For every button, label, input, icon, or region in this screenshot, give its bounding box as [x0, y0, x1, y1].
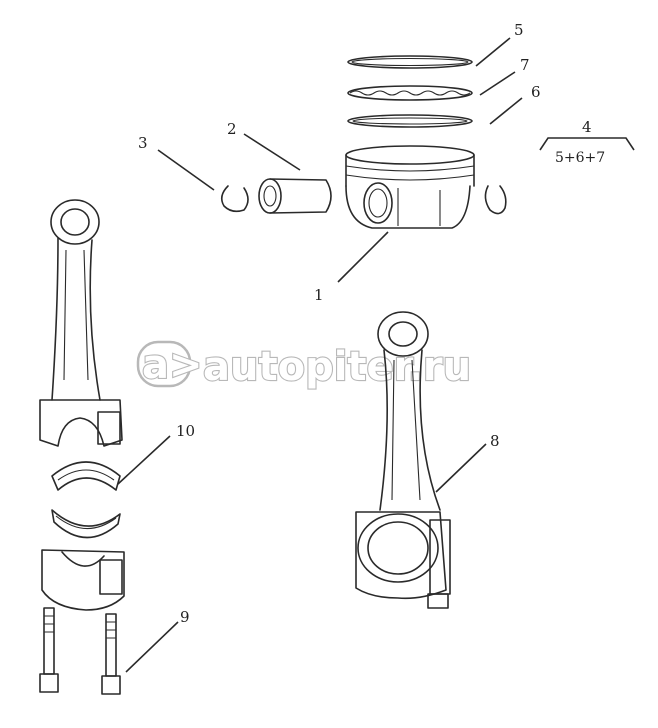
snap-ring-left — [220, 185, 249, 213]
callout-snap-ring: 3 — [138, 134, 148, 152]
watermark-text: autopiter.ru — [203, 344, 471, 390]
top-ring — [347, 55, 473, 69]
watermark: a> autopiter.ru — [136, 340, 472, 391]
rod-bearing-upper — [51, 461, 121, 491]
rod-bolt-left — [39, 607, 59, 693]
second-ring — [347, 85, 473, 101]
piston — [345, 145, 475, 229]
connecting-rod-assembly — [355, 311, 451, 609]
rod-cap — [41, 549, 125, 611]
leader-lines — [117, 37, 635, 673]
piston-pin — [258, 178, 332, 214]
callout-ring-set-formula: 5+6+7 — [555, 150, 605, 166]
connecting-rod-exploded — [39, 199, 123, 447]
rod-bolt-right — [101, 613, 121, 695]
callout-ring-set: 4 — [582, 118, 592, 136]
rod-bearing-lower — [51, 509, 121, 539]
callout-connecting-rod-assembly: 8 — [490, 432, 500, 450]
callout-top-ring: 5 — [514, 21, 524, 39]
callout-rod-bolt: 9 — [180, 608, 190, 626]
snap-ring-right — [484, 185, 507, 215]
callout-rod-bearing: 10 — [176, 422, 195, 440]
callout-piston-pin: 2 — [227, 120, 237, 138]
callout-second-ring: 7 — [520, 56, 530, 74]
watermark-logo-text: a> — [142, 342, 203, 388]
callout-labels: 1 2 3 4 5+6+7 5 6 7 8 9 10 — [138, 21, 605, 626]
oil-ring — [347, 114, 473, 128]
callout-oil-ring: 6 — [531, 83, 541, 101]
callout-piston: 1 — [314, 286, 324, 304]
watermark-logo-icon — [136, 340, 192, 388]
